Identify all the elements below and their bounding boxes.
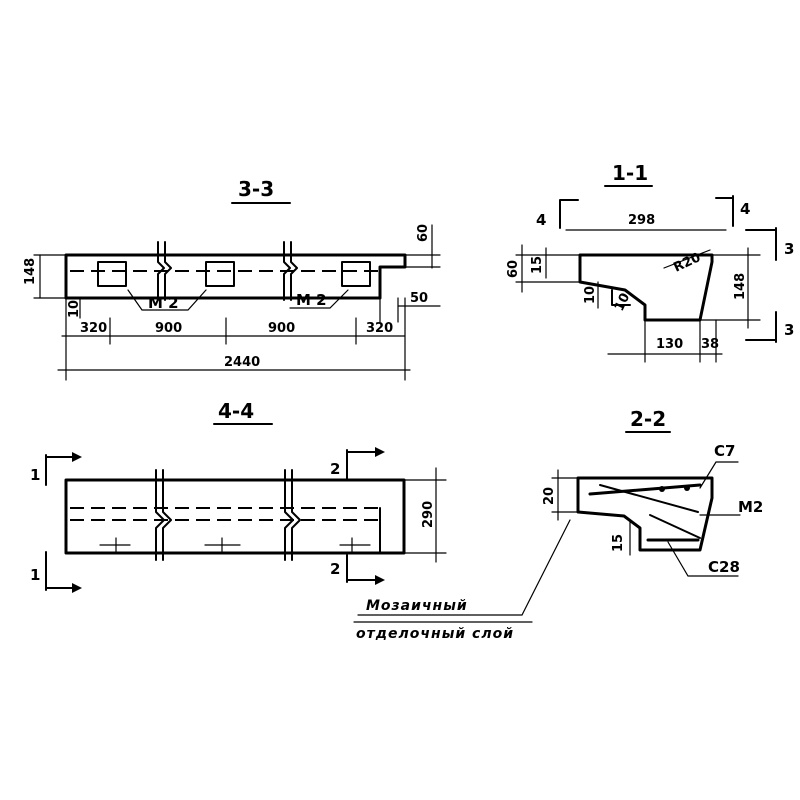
- note-line-2: отделочный слой: [356, 626, 514, 642]
- break-line-right: [284, 469, 294, 561]
- cut-marker-4-left: [559, 199, 579, 229]
- finish-layer-note: Мозаичный отделочный слой: [356, 598, 514, 642]
- embedded-mark-2: [204, 537, 241, 553]
- mark-m2-right: M 2: [296, 291, 327, 309]
- cut-marker-4-right: [715, 195, 734, 227]
- embedded-plate-1: [97, 261, 127, 287]
- break-line-left: [155, 469, 165, 561]
- leader-m2-right: [289, 289, 349, 309]
- rebar-top: [588, 483, 702, 496]
- dim-10-diagonal: 10: [612, 291, 633, 314]
- cut-label-3-bottom: 3: [784, 321, 794, 339]
- mark-m2-left: M 2: [148, 294, 179, 312]
- cut-label-4-left: 4: [536, 211, 546, 229]
- dim-2440: 2440: [224, 355, 260, 370]
- rebar-dot: [659, 486, 665, 492]
- break-line-right-2: [291, 469, 301, 561]
- dim-130: 130: [656, 337, 683, 352]
- cut-marker-1-top: [45, 454, 73, 486]
- dim-290: 290: [421, 501, 436, 528]
- cut-marker-2-bottom: [346, 554, 376, 583]
- arrow-icon: [72, 452, 82, 462]
- dim-320-right: 320: [366, 321, 393, 336]
- embedded-mark-3: [339, 537, 371, 553]
- rebar-dot: [684, 485, 690, 491]
- dim-148: 148: [23, 258, 38, 285]
- dim-15: 15: [530, 256, 545, 274]
- section-2-2: 2-2 20 15 C7 M2 C28: [353, 407, 763, 623]
- cut-label-3-top: 3: [784, 240, 794, 258]
- dim-900-right: 900: [268, 321, 295, 336]
- break-line-left: [157, 241, 165, 301]
- leader-c28: [667, 541, 739, 577]
- mark-c7: C7: [714, 442, 735, 460]
- cut-marker-3-top: [745, 227, 777, 261]
- rebar-diagonal-1: [599, 484, 699, 513]
- mark-c28: C28: [708, 558, 740, 576]
- section-4-4: 4-4 1 1 2 2 290: [30, 399, 447, 593]
- section-3-3: 3-3 148 10 60 50 M 2: [23, 177, 441, 381]
- cut-marker-3-bottom: [745, 311, 777, 343]
- dim-320-left: 320: [80, 321, 107, 336]
- section-4-4-outline: [64, 478, 406, 555]
- leader-m2-left: [127, 289, 207, 311]
- cut-label-1-bottom: 1: [30, 566, 40, 584]
- rebar-diagonal-2: [649, 514, 701, 539]
- break-line-right: [283, 241, 291, 301]
- note-line-1: Мозаичный: [366, 598, 468, 614]
- dim-20: 20: [542, 487, 557, 505]
- radius-leader: [663, 249, 711, 269]
- section-1-1-title: 1-1: [612, 161, 648, 185]
- cut-label-2-bottom: 2: [330, 560, 340, 578]
- embedded-plate-3: [341, 261, 371, 287]
- break-line-left-2: [164, 241, 172, 301]
- leader-mosaic-layer: [357, 519, 571, 616]
- break-line-left-2: [162, 469, 172, 561]
- dim-60: 60: [416, 224, 431, 242]
- dim-38: 38: [701, 337, 719, 352]
- cut-label-4-right: 4: [740, 200, 750, 218]
- cut-marker-1-bottom: [45, 551, 73, 591]
- section-3-3-title: 3-3: [238, 177, 274, 201]
- arrow-icon: [72, 583, 82, 593]
- cut-label-1-top: 1: [30, 466, 40, 484]
- section-4-4-title: 4-4: [218, 399, 254, 423]
- mark-m2: M2: [738, 498, 763, 516]
- leader-c7: [699, 461, 739, 489]
- cut-label-2-top: 2: [330, 460, 340, 478]
- dim-10: 10: [67, 300, 82, 318]
- section-2-2-profile: [576, 476, 714, 552]
- dim-10-vertical: 10: [583, 286, 598, 304]
- dim-15: 15: [611, 534, 626, 552]
- dim-148: 148: [733, 273, 748, 300]
- dim-900-left: 900: [155, 321, 182, 336]
- dim-50: 50: [410, 291, 428, 306]
- section-2-2-title: 2-2: [630, 407, 666, 431]
- embedded-mark-1: [99, 537, 131, 553]
- arrow-icon: [375, 575, 385, 585]
- dim-60: 60: [506, 260, 521, 278]
- dim-298: 298: [628, 213, 655, 228]
- embedded-plate-2: [205, 261, 235, 287]
- section-1-1-inner-step: [611, 289, 631, 306]
- section-1-1: 1-1 R20 4 4 298 60 15 10 10 148 3: [506, 161, 794, 363]
- break-line-right-2: [290, 241, 298, 301]
- arrow-icon: [375, 447, 385, 457]
- cut-marker-2-top: [346, 449, 376, 481]
